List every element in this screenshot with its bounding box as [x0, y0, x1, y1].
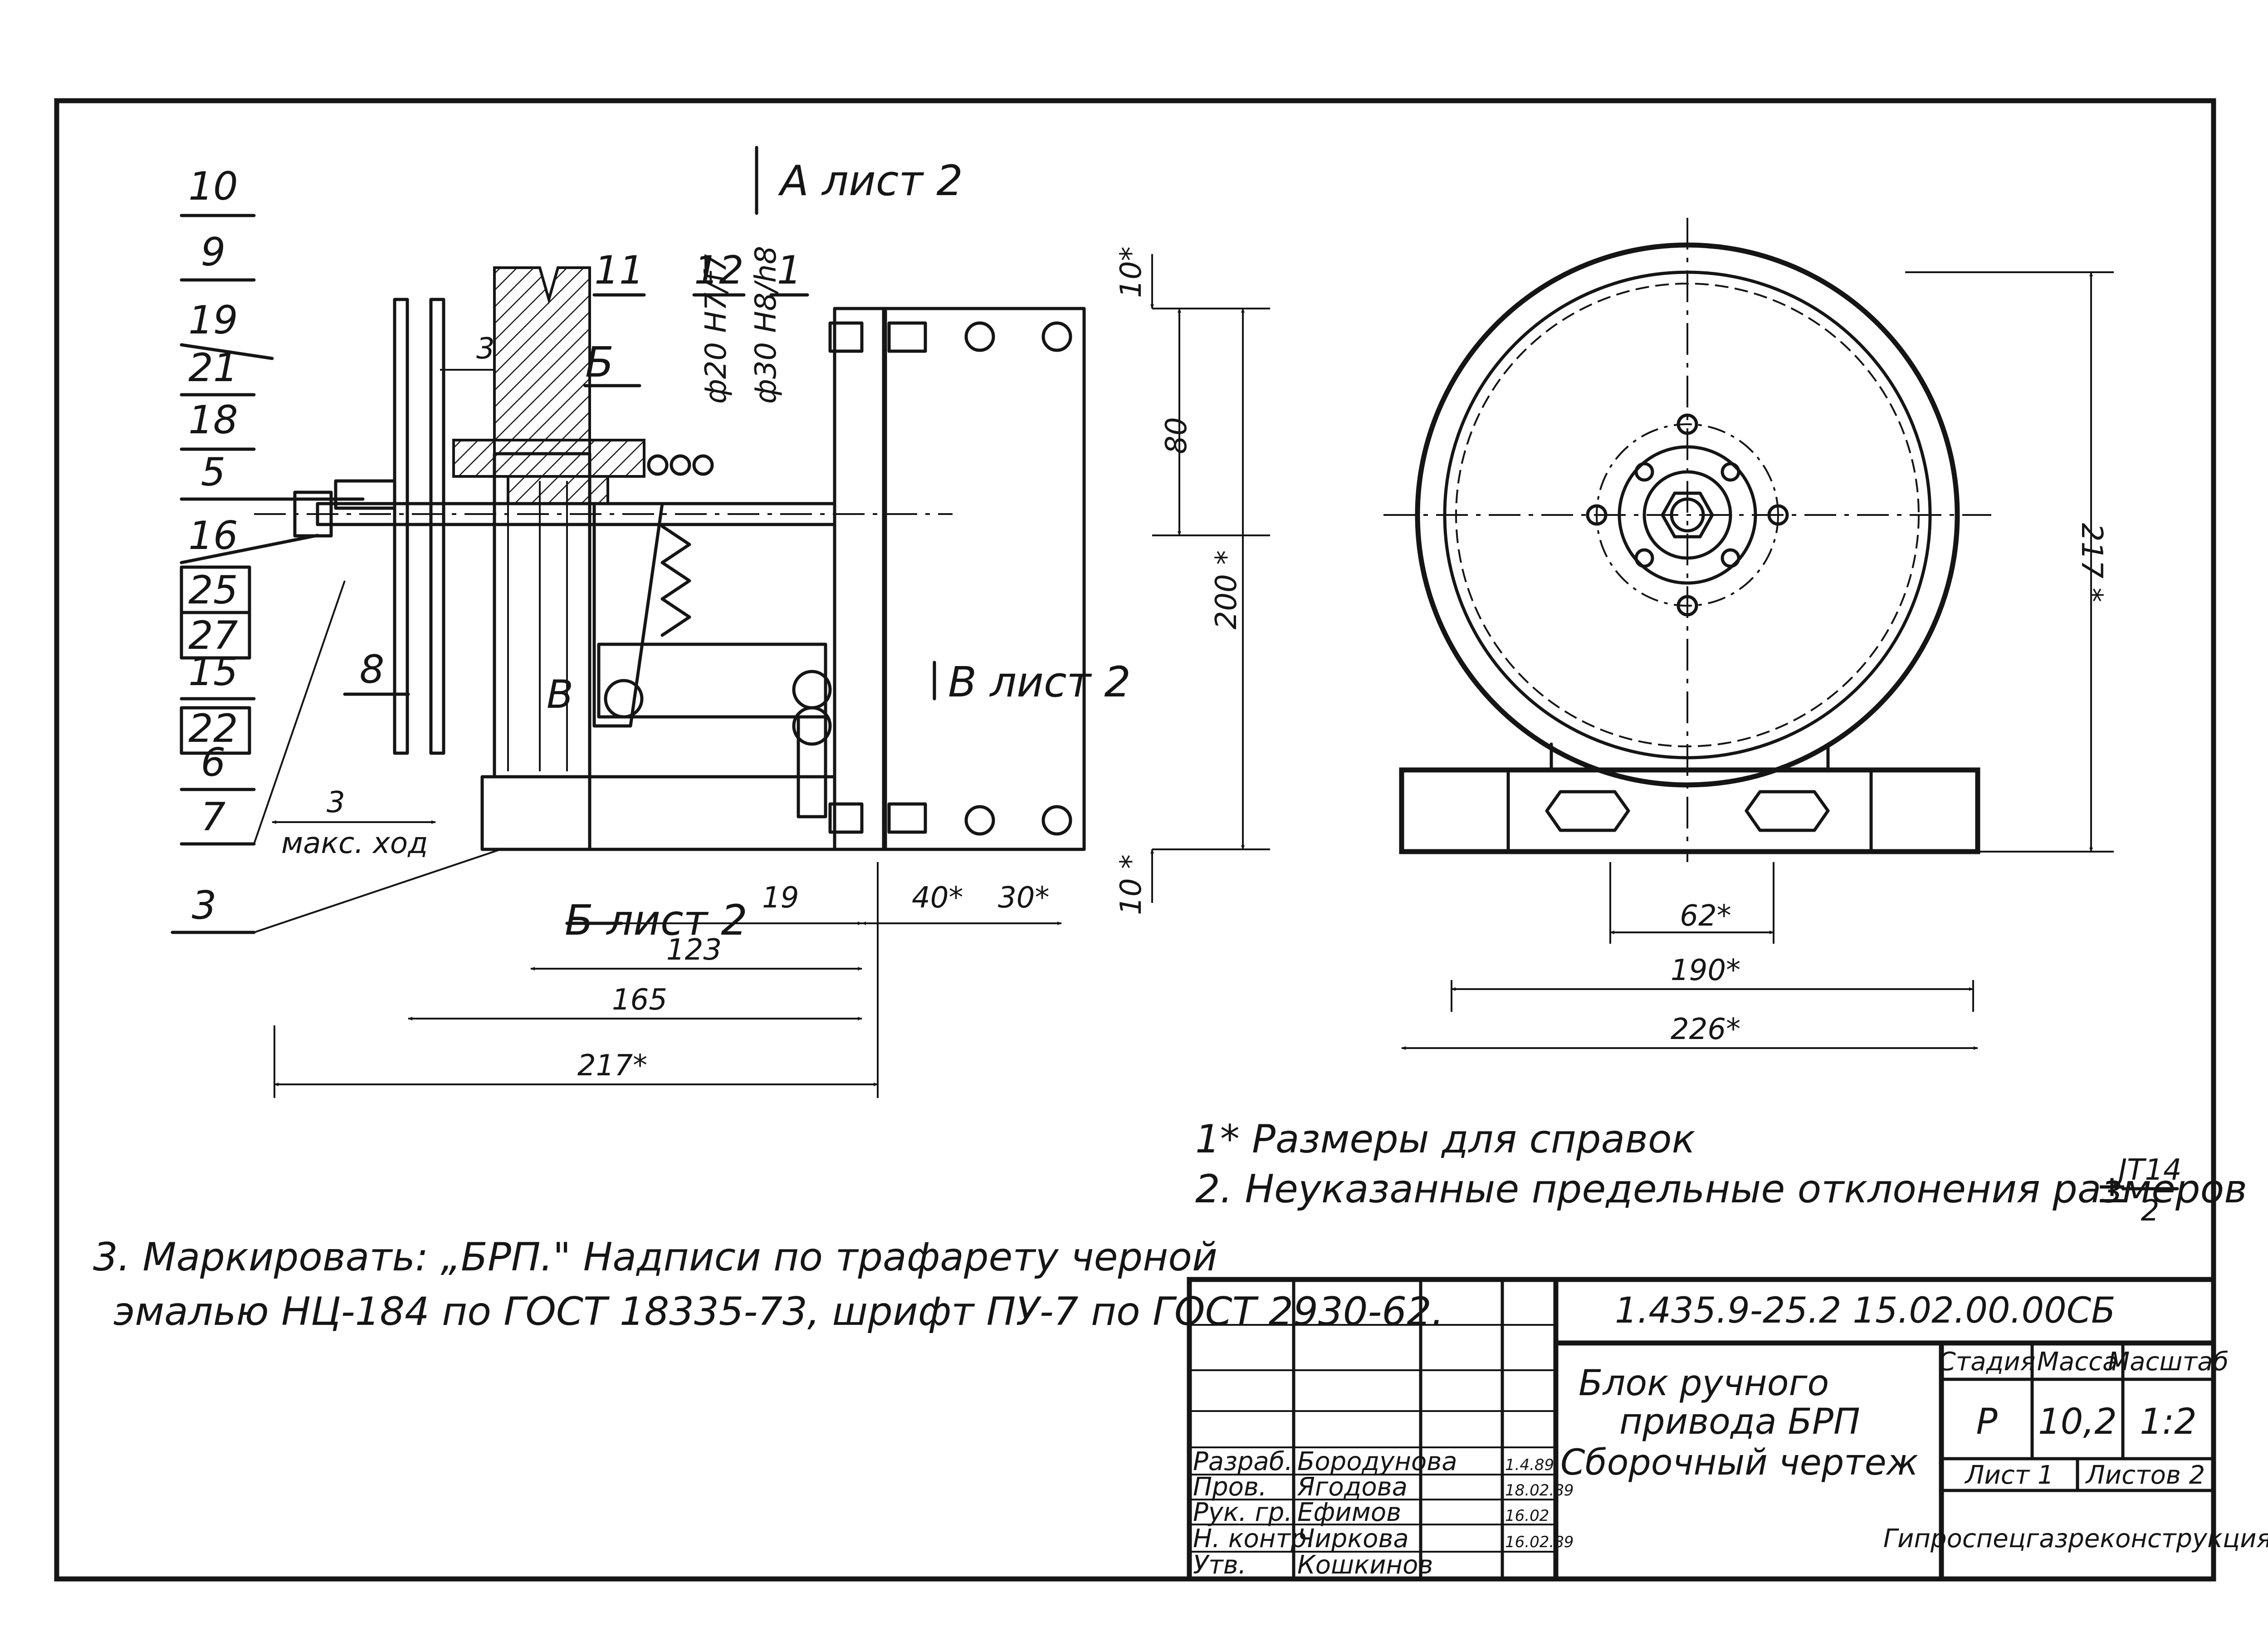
housing-body: [833, 307, 1086, 851]
dim-80: 80: [1160, 417, 1193, 454]
sig-name-5: Кошкинов: [1297, 1550, 1433, 1580]
sig-date-3: 16.02: [1505, 1507, 1549, 1525]
sprocket-disc-1: [393, 298, 409, 755]
section-b-top-label: Б: [585, 338, 614, 387]
dim-123: 123: [666, 933, 722, 967]
dim-max-stroke-label: макс. ход: [281, 827, 428, 860]
dim-190: 190*: [1671, 954, 1740, 987]
note-3-line-1: 3. Маркировать: „БРП." Надписи по трафар…: [93, 1235, 1217, 1280]
value-mass: 10,2: [2038, 1402, 2117, 1442]
section-b-bottom-label: Б лист 2: [565, 896, 748, 945]
dim-phi30: ф30 Н8/h8: [749, 246, 783, 404]
view-a-label: А лист 2: [778, 157, 963, 205]
sig-date-4: 16.02.89: [1505, 1533, 1574, 1551]
dim-62: 62*: [1680, 899, 1731, 933]
callout-19: 19: [188, 298, 238, 343]
organization: Гипроспецгазреконструкция: [1883, 1524, 2268, 1554]
dim-217-left: 217*: [577, 1049, 647, 1083]
callout-9: 9: [201, 230, 226, 275]
sig-name-3: Ефимов: [1297, 1498, 1401, 1527]
dim-10-bottom: 10 *: [1114, 854, 1148, 915]
sig-name-1: Бородунова: [1297, 1447, 1457, 1476]
section-v-letter: В: [547, 672, 573, 717]
dim-phi20: ф20 Н7/f7: [699, 254, 733, 404]
note-2-numerator: JT14: [2113, 1153, 2181, 1187]
dim-19: 19: [762, 881, 799, 915]
sig-name-2: Ягодова: [1297, 1472, 1408, 1502]
callout-1: 1: [777, 248, 802, 293]
callout-10: 10: [188, 164, 238, 209]
value-scale: 1:2: [2140, 1402, 2197, 1442]
header-mass: Масса: [2037, 1347, 2118, 1377]
sig-date-2: 18.02.89: [1505, 1481, 1574, 1500]
section-v-label: В лист 2: [948, 658, 1131, 706]
callout-25: 25: [188, 568, 238, 613]
callout-11: 11: [594, 248, 644, 293]
note-2: 2. Неуказанные предельные отклонения раз…: [1195, 1167, 2247, 1212]
note-2-denominator: 2: [2141, 1194, 2160, 1228]
dim-40: 40*: [912, 881, 963, 915]
title-line-1: Блок ручного: [1579, 1363, 1829, 1404]
drawing-frame: [54, 98, 2216, 1582]
technical-notes: 1* Размеры для справок 2. Неуказанные пр…: [93, 1117, 2247, 1334]
dim-226: 226*: [1671, 1013, 1740, 1046]
callout-18: 18: [188, 397, 238, 443]
value-stage: Р: [1976, 1402, 1997, 1442]
sig-role-5: Утв.: [1193, 1550, 1246, 1580]
header-scale: Масштаб: [2108, 1347, 2229, 1377]
right-view-dimensions: 217 * 62* 190* 226*: [1401, 271, 2114, 1050]
sig-role-2: Пров.: [1193, 1472, 1267, 1502]
sig-role-3: Рук. гр.: [1193, 1498, 1292, 1527]
pulley-section: [493, 266, 591, 455]
housing-flange: [833, 307, 886, 851]
note-1: 1* Размеры для справок: [1195, 1117, 1696, 1162]
lever-arm: [592, 502, 664, 728]
callout-8: 8: [360, 647, 385, 692]
sig-date-1: 1.4.89: [1505, 1456, 1554, 1474]
callout-5: 5: [201, 450, 226, 495]
front-view: [1383, 218, 1991, 862]
sig-name-4: Чиркова: [1297, 1524, 1409, 1554]
header-stage: Стадия: [1938, 1347, 2036, 1377]
sig-role-1: Разраб.: [1193, 1447, 1293, 1476]
left-view-dimensions: 80 200 * 10* 10 * ф20 Н7/f7 ф30 Н8/h8 3 …: [272, 246, 1270, 1098]
section-labels: А лист 2 Б Б лист 2 В лист 2 В: [547, 146, 1131, 945]
callout-7: 7: [201, 794, 226, 840]
part-callouts: 10 9 19 21 18 5 16 25 27 15 22 6 7 3 8 1…: [171, 164, 809, 934]
base-plate: [480, 775, 836, 851]
title-block: 1.435.9-25.2 15.02.00.00СБ Блок ручного …: [1187, 1277, 2268, 1582]
spring: [660, 524, 691, 637]
sprocket-disc-2: [429, 298, 445, 755]
callout-21: 21: [188, 345, 238, 391]
dim-gap-3: 3: [476, 332, 495, 366]
side-section-view: [254, 266, 1086, 851]
callout-27: 27: [188, 613, 238, 658]
dim-30: 30*: [998, 881, 1049, 915]
sheet-number: Лист 1: [1964, 1461, 2053, 1490]
callout-12: 12: [694, 248, 743, 293]
hub-section: [452, 439, 645, 478]
dim-200: 200 *: [1210, 550, 1243, 630]
title-line-3: Сборочный чертеж: [1560, 1442, 1918, 1483]
dim-217-right: 217 *: [2075, 523, 2108, 603]
dim-165: 165: [612, 983, 667, 1017]
callout-15: 15: [188, 649, 238, 695]
sheets-total: Листов 2: [2085, 1461, 2205, 1490]
callout-3: 3: [192, 883, 217, 928]
dim-10-top: 10*: [1114, 246, 1148, 298]
dim-max-stroke-value: 3: [327, 786, 345, 819]
note-3-line-2: эмалью НЦ-184 по ГОСТ 18335-73, шрифт ПУ…: [113, 1289, 1444, 1334]
front-base: [1399, 767, 1980, 854]
callout-22: 22: [188, 706, 238, 751]
callout-6: 6: [201, 740, 226, 785]
title-line-2: привода БРП: [1619, 1402, 1860, 1442]
callout-16: 16: [188, 513, 238, 559]
sig-role-4: Н. контр.: [1193, 1524, 1315, 1554]
doc-number: 1.435.9-25.2 15.02.00.00СБ: [1615, 1290, 2116, 1331]
